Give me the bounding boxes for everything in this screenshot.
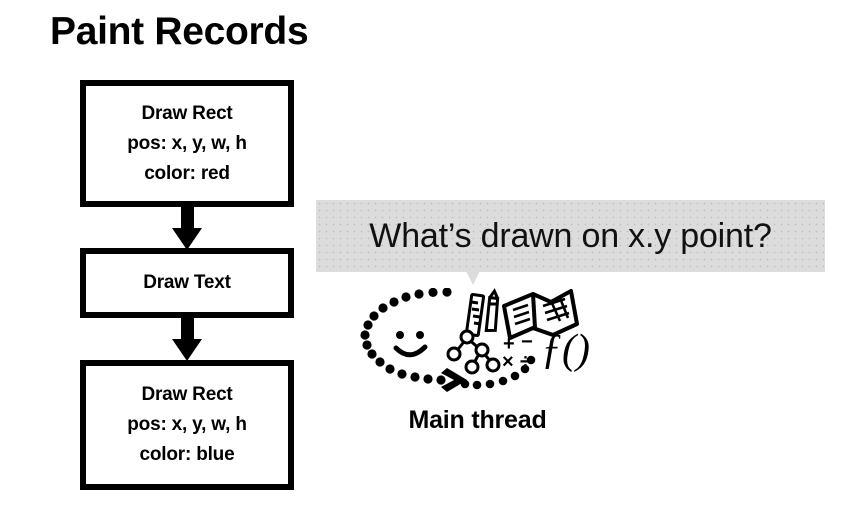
arrow-head: [172, 339, 202, 361]
svg-text:÷: ÷: [520, 351, 531, 373]
arrow-stem: [181, 317, 194, 341]
main-thread-label: Main thread: [408, 406, 547, 434]
paint-record-box-draw-rect-blue: Draw Rect pos: x, y, w, h color: blue: [80, 360, 294, 490]
pencil-icon: [484, 288, 500, 332]
loop-arrow-head-icon: [441, 368, 467, 392]
page-title: Paint Records: [50, 10, 309, 53]
record-color: color: blue: [139, 444, 235, 465]
arrow-stem: [181, 206, 194, 230]
paint-record-box-draw-rect-red: Draw Rect pos: x, y, w, h color: red: [80, 80, 294, 207]
paint-record-box-draw-text: Draw Text: [80, 248, 294, 318]
record-title: Draw Text: [143, 272, 231, 293]
speech-bubble-tail: [466, 271, 480, 285]
record-color: color: red: [144, 162, 230, 184]
flow-arrow-down-2: [172, 317, 202, 362]
arrow-head: [172, 228, 202, 250]
svg-text:×: ×: [502, 351, 514, 373]
flow-arrow-down-1: [172, 206, 202, 250]
math-symbols-icon: + − × ÷: [502, 331, 533, 373]
ruler-icon: [464, 292, 486, 338]
function-notation-icon: ƒ(): [541, 327, 590, 373]
record-pos: pos: x, y, w, h: [127, 132, 247, 154]
record-title: Draw Rect: [141, 384, 233, 405]
svg-text:−: −: [521, 331, 533, 353]
open-book-icon: [502, 289, 579, 340]
svg-text:+: +: [503, 333, 515, 355]
record-pos: pos: x, y, w, h: [127, 414, 247, 435]
svg-text:ƒ(): ƒ(): [541, 327, 590, 373]
speech-bubble-text: What’s drawn on x.y point?: [369, 217, 772, 255]
record-title: Draw Rect: [141, 102, 233, 124]
main-thread-illustration: + − × ÷ ƒ(): [355, 288, 600, 398]
smiley-face-icon: [393, 331, 428, 358]
speech-bubble: What’s drawn on x.y point?: [316, 200, 825, 272]
tree-diagram-icon: [446, 329, 501, 375]
